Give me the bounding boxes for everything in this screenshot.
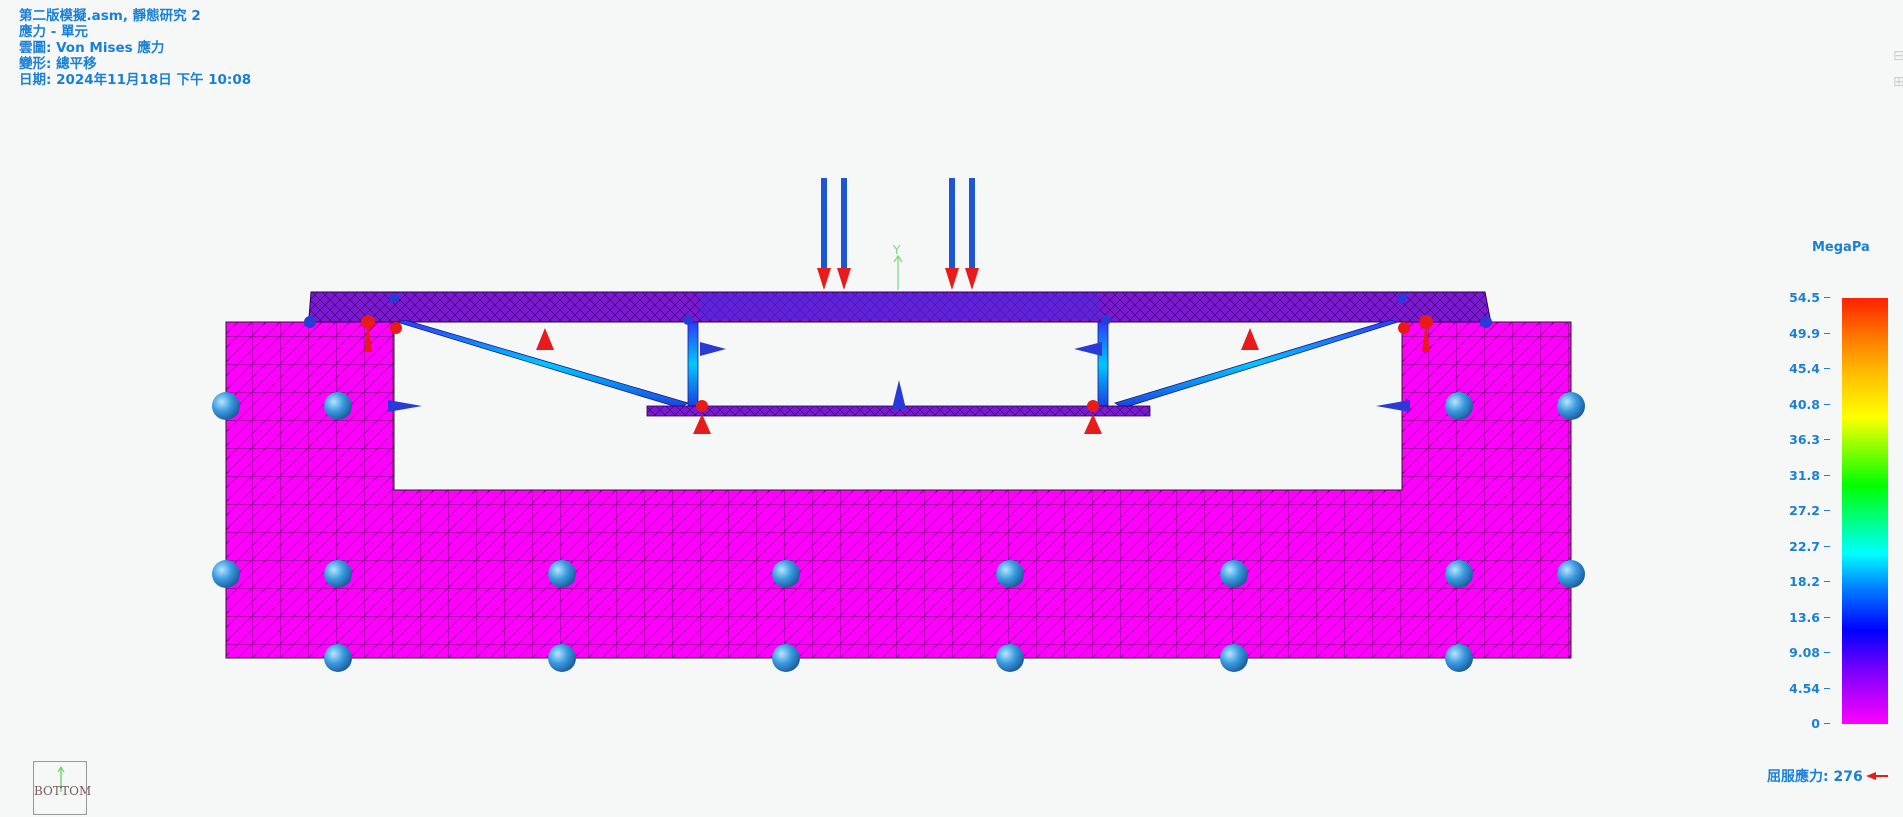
stress-type: 應力 - 單元 [19, 24, 89, 40]
legend-tick: 22.7 [1789, 539, 1830, 554]
legend-tick: 49.9 [1789, 326, 1830, 341]
study-title: 第二版模擬.asm, 靜態研究 2 [19, 8, 201, 24]
study-date: 日期: 2024年11月18日 下午 10:08 [19, 72, 252, 88]
legend-tick: 45.4 [1789, 361, 1830, 376]
legend-tick: 13.6 [1789, 610, 1830, 625]
top-plate [308, 291, 1491, 323]
legend-tick: 9.08 [1789, 645, 1830, 660]
legend-tick: 0 [1811, 716, 1830, 731]
deformation-type: 變形: 總平移 [19, 56, 97, 72]
legend-color-bar [1842, 298, 1888, 724]
yield-stress-label: 屈服應力: 276 [1767, 769, 1863, 785]
triad-axis-icon [57, 765, 65, 792]
svg-text:Y: Y [892, 243, 901, 257]
legend-tick: 4.54 [1789, 681, 1830, 696]
legend-tick: 36.3 [1789, 432, 1830, 447]
base-body [225, 321, 1572, 659]
triad-label: BOTTOM [34, 784, 92, 798]
diagonal-braces [395, 319, 1400, 409]
load-arrows [821, 178, 975, 270]
legend-tick: 40.8 [1789, 397, 1830, 412]
toolbar-icon-2[interactable]: ⊞ [1893, 74, 1903, 90]
legend-tick: 54.5 [1789, 290, 1830, 305]
study-info: 第二版模擬.asm, 靜態研究 2 應力 - 單元 雲圖: Von Mises … [19, 8, 251, 88]
restraint-spheres [212, 392, 1585, 672]
legend-tick: 27.2 [1789, 503, 1830, 518]
constraint-markers [361, 315, 1433, 434]
legend-tick: 18.2 [1789, 574, 1830, 589]
plot-type: 雲圖: Von Mises 應力 [19, 40, 165, 56]
corner-toolbar[interactable]: ⊟ ⊞ [1893, 48, 1903, 100]
legend-ticks: 54.5 49.9 45.4 40.8 36.3 31.8 27.2 22.7 18.2 13.6… [1770, 290, 1830, 731]
legend-tick: 31.8 [1789, 468, 1830, 483]
legend-unit: MegaPa [1812, 240, 1870, 255]
yield-arrow-icon [1866, 772, 1888, 780]
toolbar-icon-1[interactable]: ⊟ [1893, 48, 1903, 64]
fixture-cones [304, 293, 1492, 412]
load-arrowheads [817, 268, 979, 290]
view-triad[interactable]: BOTTOM [33, 761, 92, 815]
center-axis-marker: Y [892, 243, 903, 290]
